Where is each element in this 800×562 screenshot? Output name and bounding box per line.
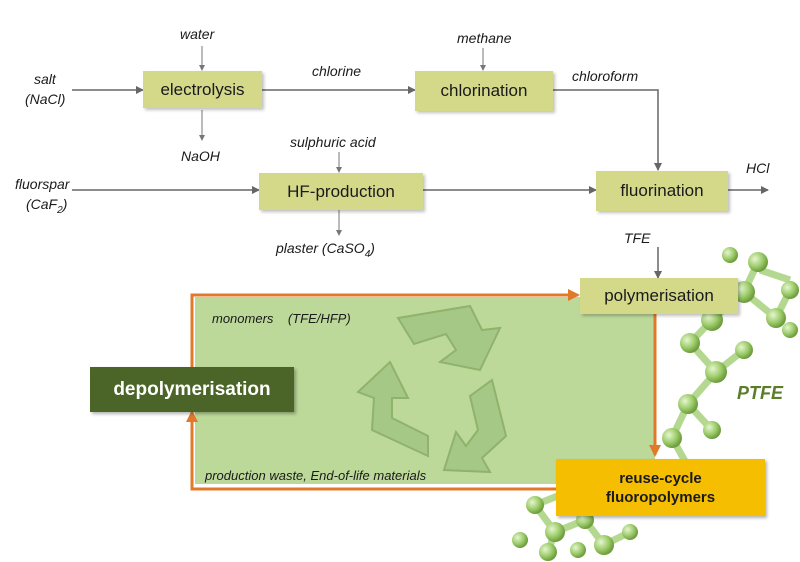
sulphuric-acid-label: sulphuric acid [290, 134, 376, 150]
tfe-label: TFE [624, 230, 651, 246]
chlorine-label: chlorine [312, 63, 362, 79]
monomers-label: monomers (TFE/HFP) [212, 311, 351, 326]
depolymerisation-box: depolymerisation [90, 367, 294, 412]
recycle-icon [356, 304, 508, 474]
electrolysis-box: electrolysis [143, 71, 262, 108]
methane-label: methane [457, 30, 512, 46]
plaster-label: plaster (CaSO4) [276, 240, 375, 260]
waste-label: production waste, End-of-life materials [205, 468, 427, 483]
chlorination-box: chlorination [415, 71, 553, 111]
water-label: water [180, 26, 215, 42]
hcl-label: HCl [746, 160, 770, 176]
chloroform-label: chloroform [572, 68, 639, 84]
fluorination-box: fluorination [596, 171, 728, 211]
salt-formula-label: (NaCl) [25, 91, 66, 107]
hf-production-box: HF-production [259, 173, 423, 210]
reuse-line-2: fluoropolymers [605, 488, 716, 506]
naoh-label: NaOH [181, 148, 220, 164]
polymerisation-box: polymerisation [580, 278, 738, 314]
ptfe-label: PTFE [737, 383, 784, 403]
fluorspar-formula-label: (CaF2) [26, 196, 68, 216]
fluorspar-label: fluorspar [15, 176, 70, 192]
reuse-cycle-box: reuse-cycle fluoropolymers [556, 459, 765, 516]
salt-label: salt [34, 71, 56, 87]
reuse-line-1: reuse-cycle [619, 469, 702, 487]
